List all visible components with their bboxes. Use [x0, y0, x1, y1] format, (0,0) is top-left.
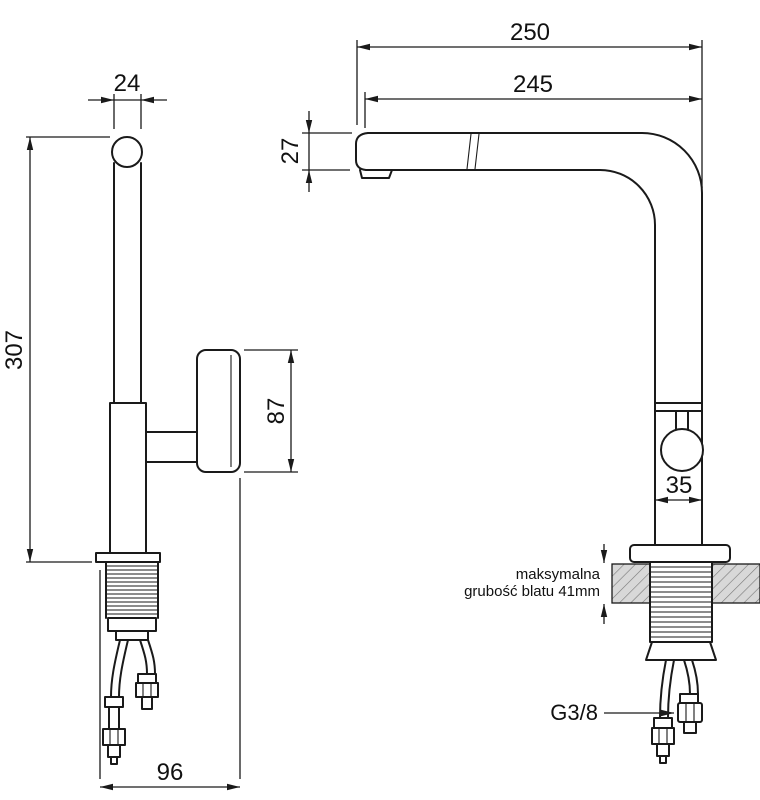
- dimension-spout-27: 27: [277, 111, 352, 192]
- hose-nut: [651, 727, 675, 745]
- dim-label-27: 27: [277, 138, 304, 165]
- left-side-view: 24 307 87 96: [1, 70, 298, 791]
- mounting-bracket: [107, 617, 157, 641]
- spray-head-tip: [355, 132, 369, 171]
- handle-block: [196, 349, 241, 473]
- aerator-outlet: [359, 169, 393, 179]
- dim-label-24: 24: [114, 70, 141, 97]
- countertop-note-line2: grubość blatu 41mm: [464, 583, 600, 600]
- spray-head-seam: [466, 133, 480, 170]
- g38-connector-nut: [677, 702, 703, 723]
- hose-nut: [135, 682, 159, 698]
- dimension-reach-245: 245: [364, 71, 702, 128]
- dim-label-245: 245: [513, 71, 553, 98]
- countertop: [611, 563, 760, 604]
- dim-label-250: 250: [510, 19, 550, 46]
- hose-nut: [102, 728, 126, 746]
- base-flange: [95, 552, 161, 563]
- thread-size-label: G3/8: [550, 700, 598, 725]
- shank-threads-right: [650, 566, 712, 638]
- dimension-depth-96: 96: [99, 478, 241, 791]
- riser-pipe: [113, 162, 142, 404]
- spout-inner-edge: [365, 169, 656, 546]
- dimension-width-24: 24: [88, 70, 167, 129]
- dim-label-307: 307: [1, 330, 28, 370]
- supply-hoses-right: [651, 659, 703, 764]
- thread-size-callout: G3/8: [550, 700, 674, 725]
- lever-knob: [660, 428, 704, 472]
- base-flange-right: [629, 544, 731, 563]
- dimension-reach-250: 250: [356, 19, 703, 188]
- dimension-body-35: 35: [655, 472, 702, 504]
- body-joint-lines: [654, 402, 703, 412]
- dimension-height-307: 307: [1, 136, 110, 563]
- countertop-note-line1: maksymalna: [516, 566, 601, 583]
- handle-neck: [145, 431, 198, 463]
- spout-outer-edge: [367, 132, 703, 546]
- dimension-handle-87: 87: [244, 349, 298, 473]
- dim-label-96: 96: [157, 759, 184, 786]
- supply-hoses-left: [102, 639, 159, 765]
- shank-threads: [106, 565, 158, 615]
- dim-label-35: 35: [666, 472, 693, 499]
- dim-label-87: 87: [263, 398, 290, 425]
- countertop-note: maksymalna grubość blatu 41mm: [464, 544, 608, 624]
- right-front-view: 250 245 27 35 maksymalna grubość blatu 4…: [277, 19, 760, 764]
- body-column: [109, 402, 147, 554]
- mounting-nut-right: [645, 641, 717, 661]
- ball-joint: [111, 136, 143, 168]
